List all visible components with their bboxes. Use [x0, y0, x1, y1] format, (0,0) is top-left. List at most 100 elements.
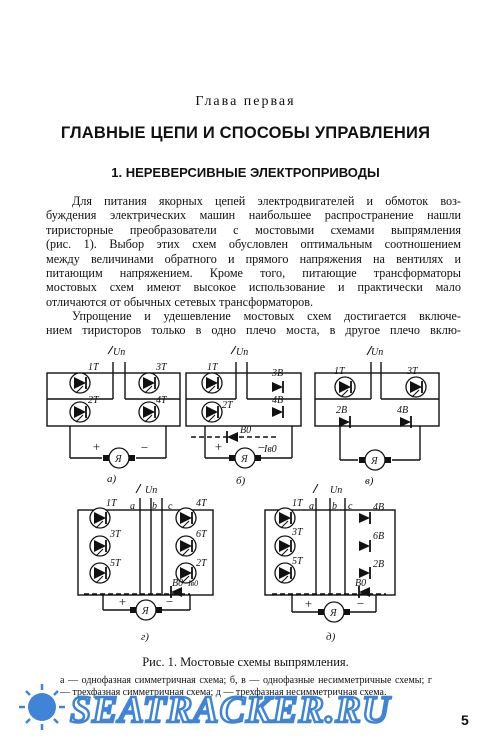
thyristor-label: 3T [109, 529, 122, 540]
thyristor-icon [274, 507, 296, 529]
plus-label: + [214, 439, 223, 454]
minus-label: − [165, 594, 174, 609]
thyristor-label: 4T [156, 395, 168, 406]
thyristor-icon [405, 376, 427, 398]
thyristor-label: 2T [222, 400, 234, 411]
thyristor-icon [89, 562, 111, 584]
circuit-v-label: в) [365, 475, 374, 487]
motor-label: Я [114, 454, 123, 465]
motor-label: Я [240, 454, 249, 465]
text-line: между величинами обратного и прямого нап… [46, 251, 461, 266]
thyristor-label: 2T [88, 395, 100, 406]
watermark-text: SEATRACKER.RU [70, 689, 392, 731]
thyristor-label: 1T [88, 362, 100, 373]
circuit-a-label: а) [107, 473, 117, 485]
diode-label: В0 [355, 578, 366, 589]
diode-label: 4В [373, 502, 384, 513]
phase-c-label: c [168, 501, 173, 512]
thyristor-icon [175, 507, 197, 529]
un-label: Uп [330, 485, 342, 496]
thyristor-icon [69, 401, 91, 423]
motor-label: Я [141, 606, 150, 617]
text-line: (рис. 1). Выбор этих схем обусловлен опт… [46, 237, 461, 252]
thyristor-icon [201, 401, 223, 423]
motor-label: Я [329, 608, 338, 619]
circuit-g-label: г) [141, 631, 149, 643]
section-title: 1. НЕРЕВЕРСИВНЫЕ ЭЛЕКТРОПРИВОДЫ [111, 165, 380, 180]
un-label: Uп [236, 347, 248, 358]
phase-a-label: a [130, 501, 135, 512]
minus-label: − [356, 596, 365, 611]
body-paragraph-1: Для питания якорных цепей электродвигате… [46, 194, 461, 309]
figure-legend: а — однофазная симметричная схема; б, в … [60, 675, 432, 698]
text-line: мостовых схем имеют высокое использовани… [46, 280, 461, 295]
figure-caption: Рис. 1. Мостовые схемы выпрямления. [142, 655, 349, 669]
circuit-g [77, 483, 214, 621]
text-line: тиристорные преобразователи с мостовыми … [46, 222, 461, 237]
phase-a-label: a [309, 501, 314, 512]
motor-label: Я [370, 456, 379, 467]
thyristor-label: 1T [292, 498, 304, 509]
plus-label: + [304, 596, 313, 611]
text-line: Для питания якорных цепей электродвигате… [72, 194, 461, 208]
thyristor-label: 5T [110, 558, 122, 569]
text-line: отличаются от обычных сетевых трансформа… [46, 294, 314, 309]
minus-label: − [257, 440, 266, 455]
sun-icon [19, 684, 65, 730]
thyristor-label: 3T [155, 362, 168, 373]
thyristor-icon [274, 535, 296, 557]
thyristor-icon [201, 372, 223, 394]
un-label: Uп [371, 347, 383, 358]
text-line: буждения электрических машин наибольшее … [46, 208, 461, 223]
un-label: Uп [113, 347, 125, 358]
plus-label: + [118, 594, 127, 609]
thyristor-icon [89, 535, 111, 557]
thyristor-label: 1T [207, 362, 219, 373]
plus-label: + [92, 439, 101, 454]
diode-icon [358, 539, 371, 553]
thyristor-icon [89, 507, 111, 529]
text-line: Упрощение и удешевление мостовых схем до… [72, 309, 461, 323]
chapter-title: ГЛАВНЫЕ ЦЕПИ И СПОСОБЫ УПРАВЛЕНИЯ [60, 124, 431, 142]
circuit-d [264, 483, 396, 623]
phase-b-label: b [152, 501, 157, 512]
diode-label: 2В [336, 405, 347, 416]
diode-label: 4В [272, 395, 283, 406]
diode-icon [271, 380, 284, 394]
current-label: Iв0 [187, 579, 198, 588]
diode-label: 4В [397, 405, 408, 416]
thyristor-label: 5T [292, 556, 304, 567]
text-line: нием тиристоров только в одно плечо мост… [46, 323, 461, 338]
diode-label: 3В [271, 368, 283, 379]
thyristor-icon [334, 376, 356, 398]
body-paragraph-2: Упрощение и удешевление мостовых схем до… [46, 309, 461, 338]
thyristor-label: 1T [106, 498, 118, 509]
diode-label: В0 [172, 578, 183, 589]
thyristor-label: 3T [406, 366, 419, 377]
circuit-d-label: д) [326, 631, 336, 643]
diode-label: В0 [240, 425, 251, 436]
circuit-b-label: б) [236, 475, 246, 487]
un-label: Uп [145, 485, 157, 496]
diode-label: 2В [373, 559, 384, 570]
minus-label: − [140, 440, 149, 455]
thyristor-icon [69, 372, 91, 394]
diode-label: 6В [373, 531, 384, 542]
page-number: 5 [461, 712, 469, 728]
current-label: Iв0 [263, 444, 277, 455]
circuit-v [314, 345, 440, 471]
phase-c-label: c [348, 501, 353, 512]
watermark-logo: SEATRACKER.RU [19, 684, 392, 732]
chapter-label: Глава первая [195, 94, 296, 109]
thyristor-icon [138, 372, 160, 394]
diode-icon [358, 511, 371, 525]
thyristor-icon [175, 535, 197, 557]
phase-b-label: b [332, 501, 337, 512]
thyristor-label: 4T [196, 498, 208, 509]
diode-icon [226, 430, 239, 444]
thyristor-label: 3T [291, 527, 304, 538]
thyristor-label: 6T [196, 529, 208, 540]
thyristor-label: 1T [334, 366, 346, 377]
